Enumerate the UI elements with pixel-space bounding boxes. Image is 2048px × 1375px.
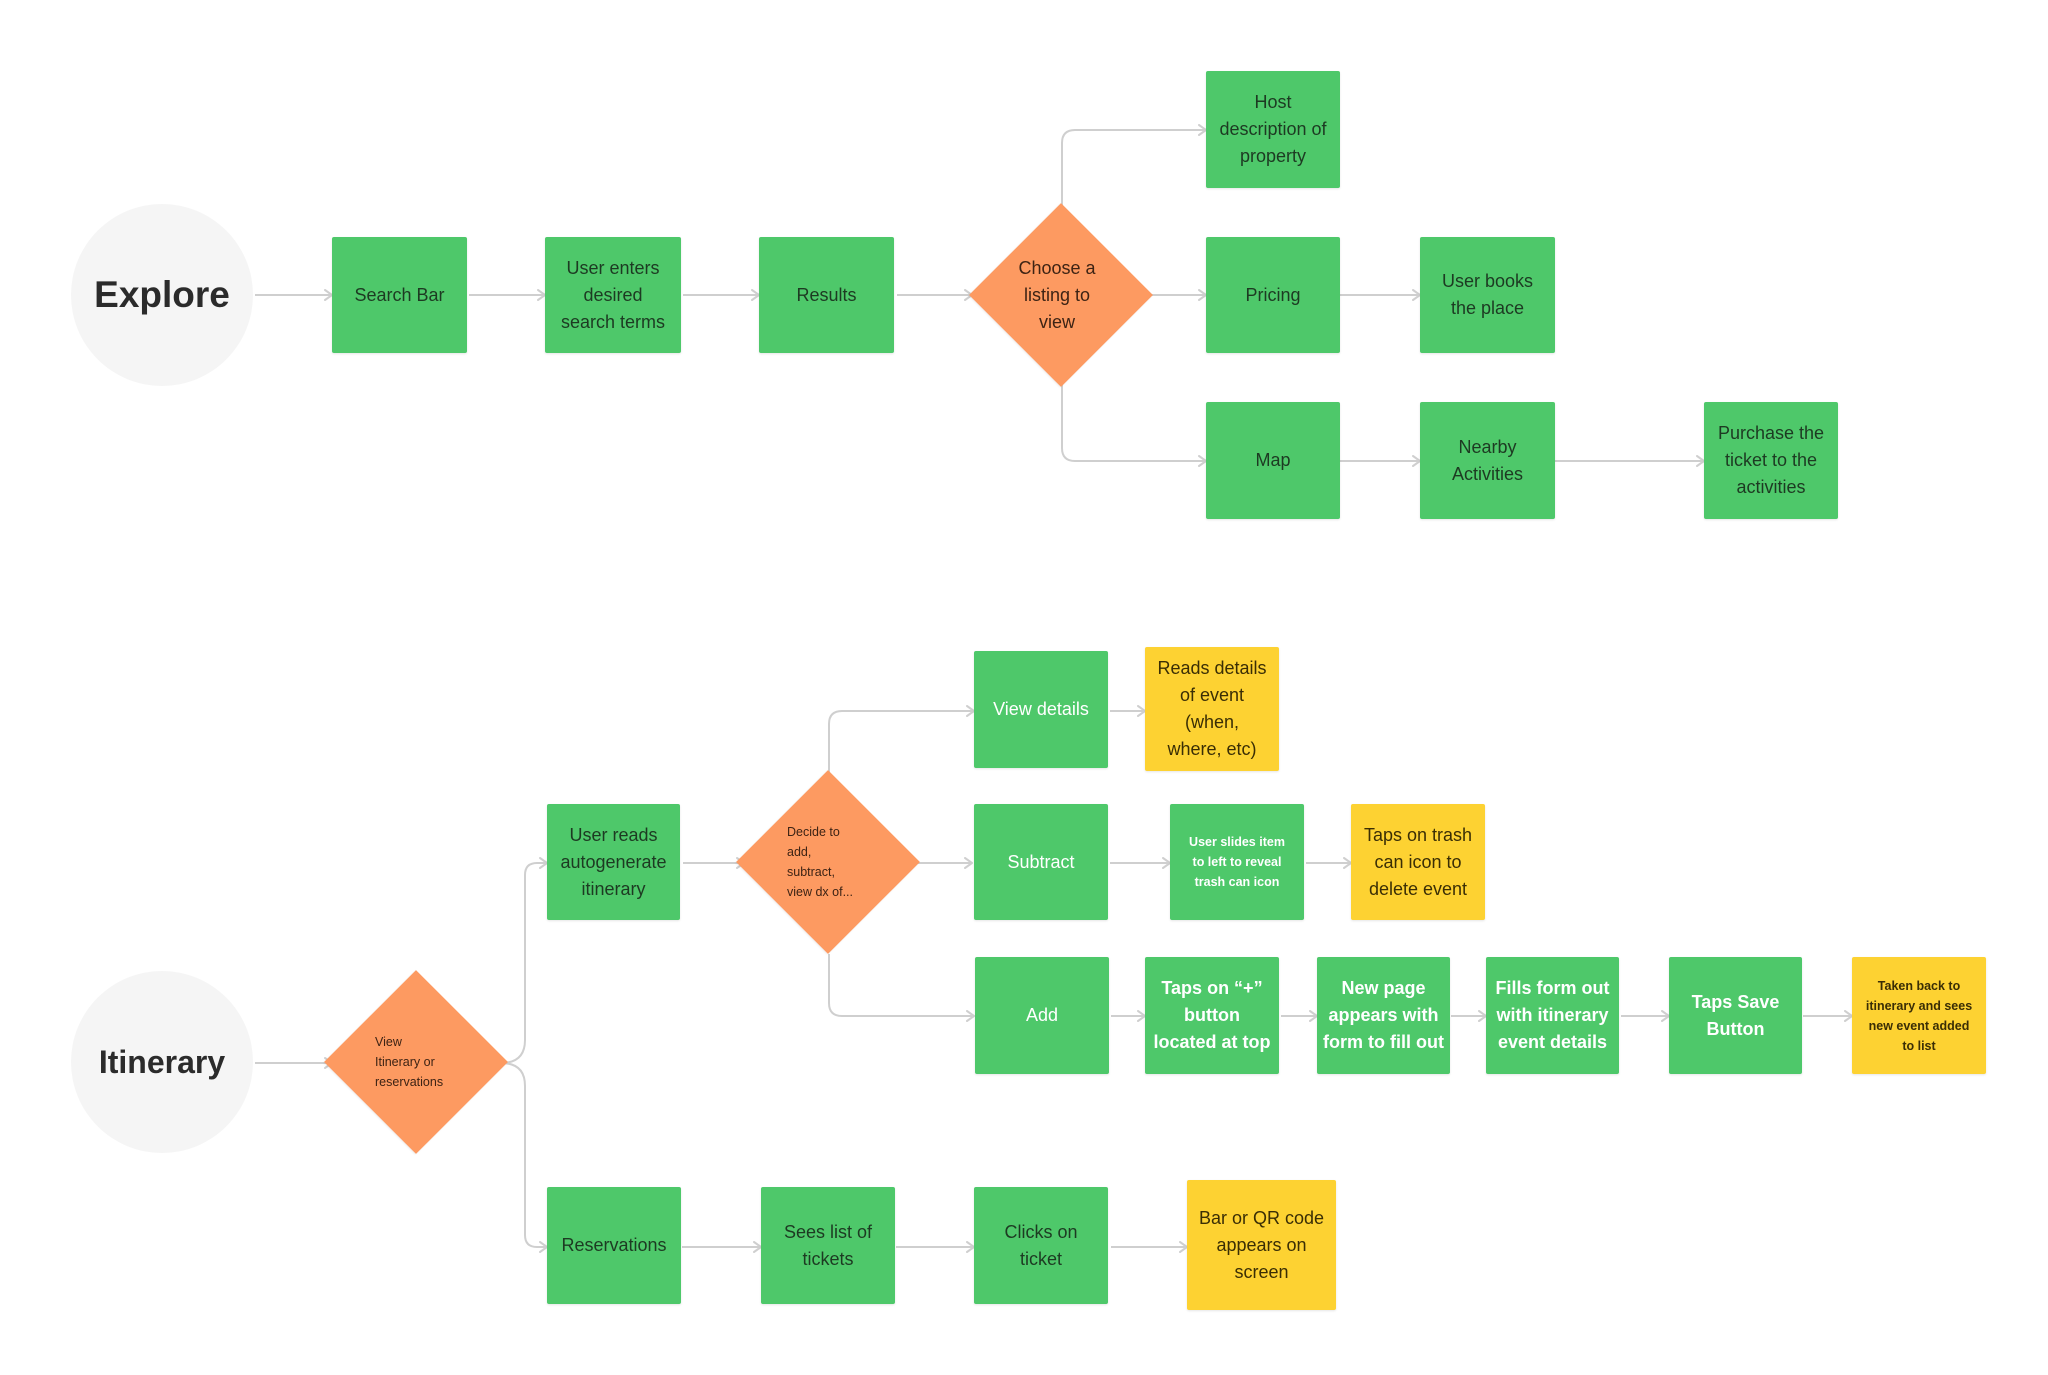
bar-qr-label: Bar or QR code appears on screen [1198,1207,1325,1282]
slide-item-label: User slides item to left to reveal trash… [1189,835,1285,889]
taps-plus-label: Taps on “+” button located at top [1153,978,1271,1052]
map-label: Map [1255,450,1291,470]
itinerary-title: Itinerary [98,1043,226,1080]
fills-form-label: Fills form out with itinerary event deta… [1495,978,1610,1052]
explore-start-node: Explore [71,204,253,386]
taps-trash-outcome: Taps on trash can icon to delete event [1351,804,1485,920]
subtract-step: Subtract [974,804,1108,920]
purchase-ticket-label: Purchase the ticket to the activities [1717,423,1825,497]
user-books-label: User books the place [1441,271,1534,318]
reservations-label: Reservations [561,1235,667,1255]
user-books-step: User books the place [1420,237,1555,353]
taken-back-label: Taken back to itinerary and sees new eve… [1865,978,1973,1053]
host-description-step: Host description of property [1206,71,1340,188]
new-page-step: New page appears with form to fill out [1317,957,1450,1074]
taps-plus-step: Taps on “+” button located at top [1145,957,1279,1074]
itinerary-start-node: Itinerary [71,971,253,1153]
choose-listing-label: Choose a listing to view [1018,258,1096,332]
add-label: Add [1025,1005,1059,1025]
clicks-ticket-label: Clicks on ticket [1004,1221,1078,1269]
view-details-label: View details [993,699,1089,719]
nearby-activities-step: Nearby Activities [1420,402,1555,519]
new-page-label: New page appears with form to fill out [1323,978,1444,1052]
taps-trash-label: Taps on trash can icon to delete event [1363,824,1473,899]
add-step: Add [975,957,1109,1074]
bar-qr-outcome: Bar or QR code appears on screen [1187,1180,1336,1310]
fills-form-step: Fills form out with itinerary event deta… [1486,957,1619,1074]
decide-action-label: Decide to add, subtract, view dx of... [787,825,853,899]
reads-details-outcome: Reads details of event (when, where, etc… [1145,647,1279,771]
view-itinerary-label: View Itinerary or reservations [375,1035,444,1089]
nearby-activities-label: Nearby Activities [1451,436,1523,484]
sees-tickets-label: Sees list of tickets [783,1221,873,1269]
subtract-label: Subtract [1007,851,1075,872]
search-bar-step: Search Bar [332,237,467,353]
results-label: Results [796,284,857,305]
reservations-step: Reservations [547,1187,681,1304]
clicks-ticket-step: Clicks on ticket [974,1187,1108,1304]
view-details-step: View details [974,651,1108,768]
pricing-step: Pricing [1206,237,1340,353]
sees-tickets-step: Sees list of tickets [761,1187,895,1304]
map-step: Map [1206,402,1340,519]
slide-item-step: User slides item to left to reveal trash… [1170,804,1304,920]
user-enters-search-label: User enters desired search terms [560,257,666,332]
reads-itinerary-label: User reads autogenerate itinerary [560,824,667,899]
search-bar-label: Search Bar [354,284,445,305]
pricing-label: Pricing [1245,284,1301,305]
taps-save-label: Taps Save Button [1691,991,1780,1039]
taps-save-step: Taps Save Button [1669,957,1802,1074]
host-description-label: Host description of property [1219,92,1327,166]
reads-details-label: Reads details of event (when, where, etc… [1157,658,1267,759]
results-step: Results [759,237,894,353]
explore-title: Explore [94,274,230,315]
user-enters-search-step: User enters desired search terms [545,237,681,353]
taken-back-outcome: Taken back to itinerary and sees new eve… [1852,957,1986,1074]
reads-itinerary-step: User reads autogenerate itinerary [547,804,680,920]
purchase-ticket-step: Purchase the ticket to the activities [1704,402,1838,519]
